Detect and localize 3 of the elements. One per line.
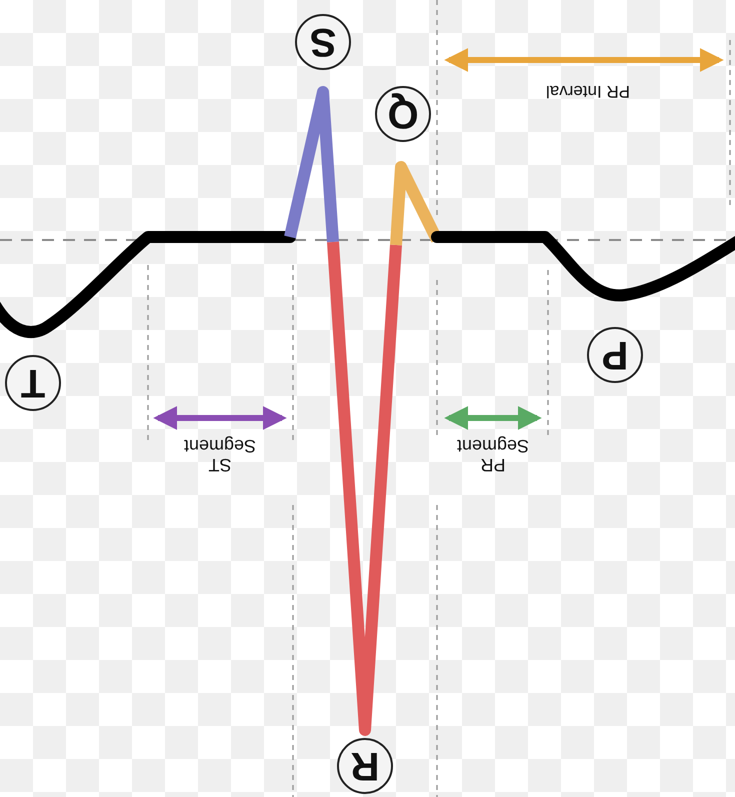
annotation-text: ST Segment bbox=[182, 436, 258, 474]
annotation-text: PR Segment bbox=[456, 436, 530, 474]
annotation-text: PR Interval bbox=[544, 82, 632, 101]
